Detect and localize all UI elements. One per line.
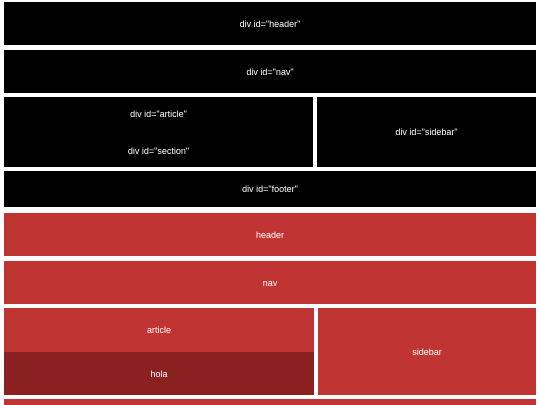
semantic-sidebar-block: sidebar (318, 308, 536, 395)
semantic-section-label: hola (150, 368, 168, 379)
semantic-nav-label: nav (262, 277, 278, 288)
semantic-header-block: header (4, 213, 536, 256)
div-nav-label: div id="nav" (246, 66, 294, 77)
div-article-block: div id="article" div id="section" (4, 97, 313, 167)
div-footer-label: div id="footer" (242, 184, 298, 194)
semantic-header-label: header (255, 229, 285, 240)
div-header-label: div id="header" (239, 18, 301, 29)
semantic-article-block: article (4, 308, 314, 352)
div-sidebar-block: div id="sidebar" (317, 97, 536, 167)
semantic-footer-block (4, 399, 536, 405)
div-footer-block: div id="footer" (4, 171, 536, 207)
div-nav-block: div id="nav" (4, 50, 536, 93)
semantic-sidebar-label: sidebar (412, 346, 442, 357)
semantic-section-block: hola (4, 352, 314, 395)
div-article-label: div id="article" (130, 109, 187, 119)
semantic-nav-block: nav (4, 261, 536, 304)
semantic-article-label: article (146, 325, 171, 335)
div-header-block: div id="header" (4, 2, 536, 45)
div-section-label: div id="section" (127, 146, 190, 156)
div-sidebar-label: div id="sidebar" (395, 127, 458, 137)
